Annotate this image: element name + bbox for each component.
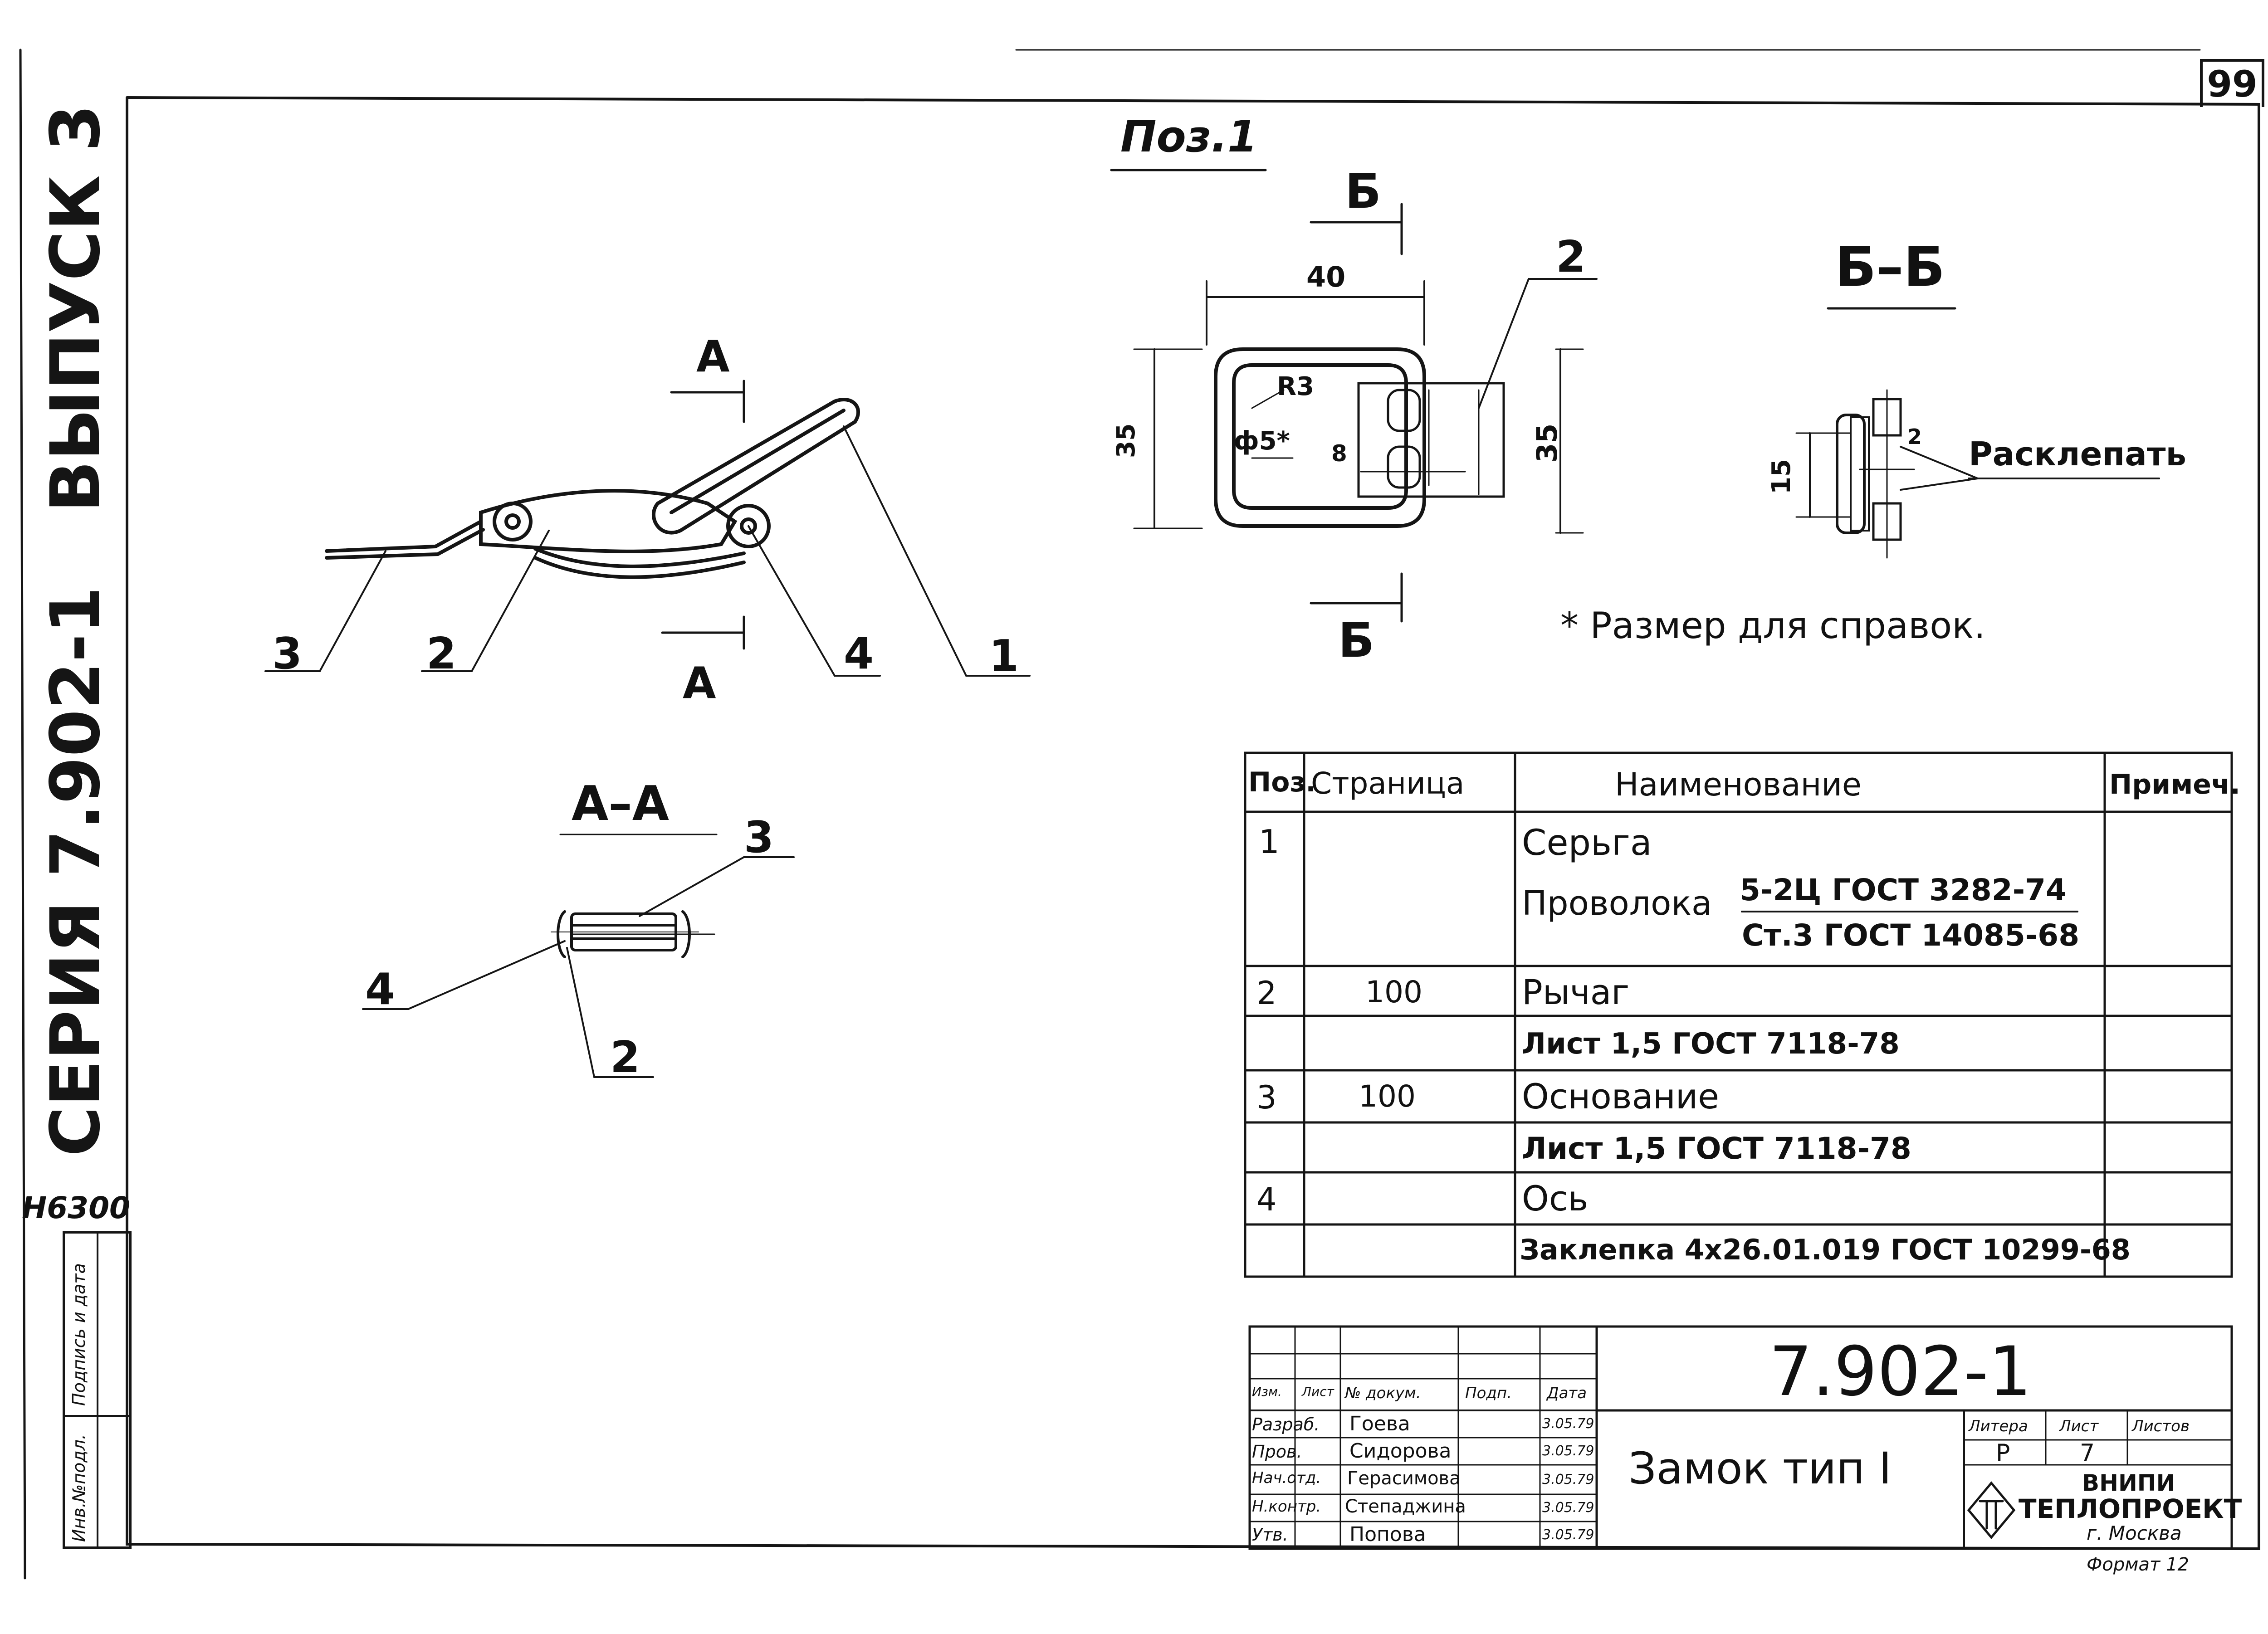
format-label: Формат 12 (2087, 1554, 2189, 1575)
callout-3: 3 (272, 629, 303, 679)
name-3: Герасимова (1347, 1468, 1461, 1489)
sheet-value: 7 (2080, 1439, 2095, 1467)
callout-4: 4 (844, 629, 874, 679)
drawing-title: Замок тип I (1628, 1443, 1892, 1494)
page-number-box: 99 (2200, 59, 2264, 107)
date-2: 3.05.79 (1542, 1443, 1594, 1459)
row5-name: Основание (1522, 1076, 1719, 1117)
row8-name: Заклепка 4х26.01.019 ГОСТ 10299-68 (1520, 1233, 2131, 1266)
header-pos: Поз. (1248, 766, 1316, 798)
aa-callout-3: 3 (744, 813, 774, 863)
section-b-bottom: Б (1338, 613, 1375, 668)
role-4: Н.контр. (1252, 1497, 1321, 1516)
aa-callout-4: 4 (365, 965, 396, 1015)
row2-frac-bottom: Ст.3 ГОСТ 14085-68 (1742, 918, 2080, 953)
section-aa (362, 834, 795, 1078)
row3-page: 100 (1365, 975, 1422, 1010)
row5-page: 100 (1359, 1079, 1416, 1114)
section-a-bottom: А (683, 658, 716, 708)
stage-litera: Литера (1969, 1417, 2028, 1435)
pos-2-callout: 2 (1556, 232, 1586, 282)
name-4: Степаджина (1345, 1496, 1466, 1517)
spec-table-grid (1244, 751, 2233, 1278)
section-aa-title: А–А (572, 776, 670, 831)
role-3: Нач.отд. (1252, 1469, 1321, 1487)
dim-35-left: 35 (1111, 423, 1140, 458)
col-doc: № докум. (1345, 1384, 1421, 1402)
row2-frac-top: 5-2Ц ГОСТ 3282-74 (1740, 873, 2067, 907)
org-name-2: ТЕПЛОПРОЕКТ (2019, 1493, 2242, 1524)
section-a-top: А (696, 332, 730, 382)
row3-pos: 2 (1256, 975, 1277, 1012)
role-5: Утв. (1252, 1525, 1288, 1545)
row6-name: Лист 1,5 ГОСТ 7118-78 (1522, 1131, 1911, 1166)
section-bb (1795, 307, 2160, 559)
section-b-top: Б (1345, 164, 1382, 219)
dim-15: 15 (1767, 459, 1796, 494)
name-5: Попова (1349, 1523, 1426, 1546)
shackle-view (1133, 203, 1598, 623)
header-note: Примеч. (2109, 769, 2240, 800)
aa-callout-2: 2 (610, 1033, 640, 1083)
doc-number: 7.902-1 (1769, 1332, 2032, 1411)
row1-name: Серьга (1522, 823, 1652, 863)
row2-name: Проволока (1522, 884, 1712, 923)
section-bb-title: Б–Б (1835, 236, 1945, 299)
page-number: 99 (2207, 63, 2258, 105)
col-sign: Подп. (1465, 1384, 1512, 1402)
stage-sheet: Лист (2059, 1417, 2099, 1435)
reference-note: * Размер для справок. (1560, 605, 1985, 647)
callout-1: 1 (989, 631, 1019, 681)
date-1: 3.05.79 (1542, 1416, 1594, 1432)
inventory-number: Н6300 (22, 1190, 130, 1225)
role-1: Разраб. (1252, 1415, 1320, 1434)
row3-name: Рычаг (1522, 972, 1630, 1012)
rivet-note: Расклепать (1969, 435, 2187, 473)
row7-pos: 4 (1256, 1181, 1277, 1218)
dim-35-right: 35 (1530, 423, 1564, 463)
title-block-grid (1248, 1325, 2233, 1550)
date-5: 3.05.79 (1542, 1527, 1594, 1543)
row5-pos: 3 (1256, 1079, 1277, 1116)
org-city: г. Москва (2087, 1522, 2182, 1544)
poz-title: Поз.1 (1120, 112, 1258, 162)
role-2: Пров. (1252, 1442, 1302, 1462)
org-name: ВНИПИ (2082, 1470, 2175, 1496)
dim-2: 2 (1907, 424, 1922, 449)
name-2: Сидорова (1349, 1439, 1452, 1463)
latch-assembly (325, 380, 860, 650)
dim-40: 40 (1306, 260, 1346, 293)
callout-2: 2 (426, 629, 457, 679)
col-date: Дата (1547, 1384, 1587, 1402)
stage-sheets: Листов (2132, 1417, 2190, 1435)
drawing-frame (126, 96, 2260, 1551)
dim-phi5: ф5* (1234, 426, 1290, 456)
col-list: Лист (1302, 1384, 1334, 1399)
date-4: 3.05.79 (1542, 1500, 1594, 1516)
litera-value: Р (1996, 1439, 2010, 1467)
row1-pos: 1 (1259, 823, 1280, 861)
header-page: Страница (1311, 766, 1465, 801)
col-izm: Изм. (1252, 1384, 1282, 1399)
side-stamp: Инв.№подл. Подпись и дата (63, 1231, 132, 1549)
date-3: 3.05.79 (1542, 1472, 1594, 1488)
row4-name: Лист 1,5 ГОСТ 7118-78 (1522, 1027, 1900, 1061)
dim-r3: R3 (1277, 372, 1315, 401)
dim-8: 8 (1331, 440, 1347, 467)
header-name: Наименование (1615, 766, 1862, 803)
name-1: Гоева (1349, 1412, 1410, 1435)
row7-name: Ось (1522, 1178, 1589, 1219)
